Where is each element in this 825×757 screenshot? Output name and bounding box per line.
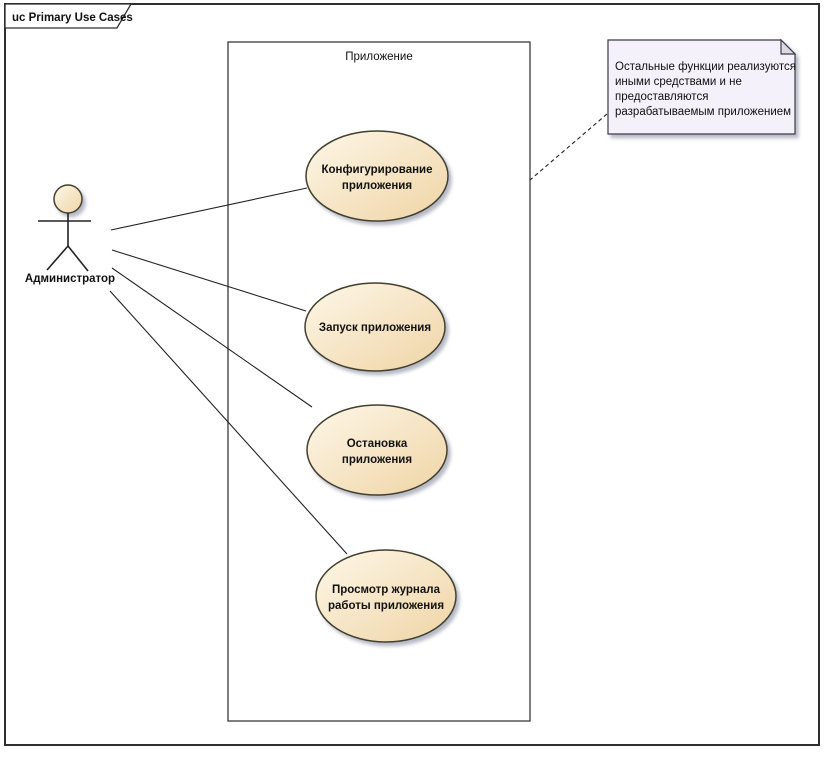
usecase-label-line: Конфигурирование [321, 164, 432, 176]
usecase-configure-ellipse [305, 130, 449, 222]
note-shape [607, 39, 796, 135]
actor-head [53, 184, 83, 214]
note-text-line: Остальные функции реализуются [615, 61, 796, 73]
diagram-frame-tab [4, 3, 133, 29]
association-line-start [111, 249, 307, 312]
note: Остальные функции реализуются иными сред… [607, 38, 797, 135]
note-text-line: иными средствами и не [615, 76, 742, 88]
actor-leg-left [46, 245, 69, 271]
diagram-frame-label: uc Primary Use Cases [12, 12, 133, 24]
usecase-label-line: приложения [342, 180, 412, 192]
usecase-start-ellipse [304, 282, 446, 372]
system-boundary-label: Приложение [345, 51, 412, 63]
usecase-label-line: Запуск приложения [319, 322, 431, 334]
usecase-label-line: Остановка [347, 438, 408, 450]
note-text-line: разрабатываемым приложением [615, 106, 791, 118]
actor-administrator: Администратор [25, 184, 115, 285]
note-anchor-line [529, 113, 608, 181]
actor-label: Администратор [25, 273, 115, 285]
association-line-viewlog [109, 290, 348, 555]
actor-leg-right [67, 245, 89, 272]
association-line-stop [111, 267, 313, 408]
usecase-stop: Остановка приложения [306, 404, 448, 496]
usecase-configure: Конфигурирование приложения [305, 130, 449, 222]
usecase-viewlog: Просмотр журнала работы приложения [315, 549, 457, 643]
usecase-viewlog-ellipse [315, 549, 457, 643]
usecase-label-line: работы приложения [328, 600, 444, 612]
association-line-configure [110, 187, 308, 231]
note-text-line: предоставляются [615, 91, 708, 103]
usecase-label-line: приложения [342, 454, 412, 466]
usecase-start: Запуск приложения [304, 282, 446, 372]
usecase-stop-ellipse [306, 404, 448, 496]
note-fold-icon [780, 38, 797, 55]
usecase-label-line: Просмотр журнала [332, 584, 441, 596]
